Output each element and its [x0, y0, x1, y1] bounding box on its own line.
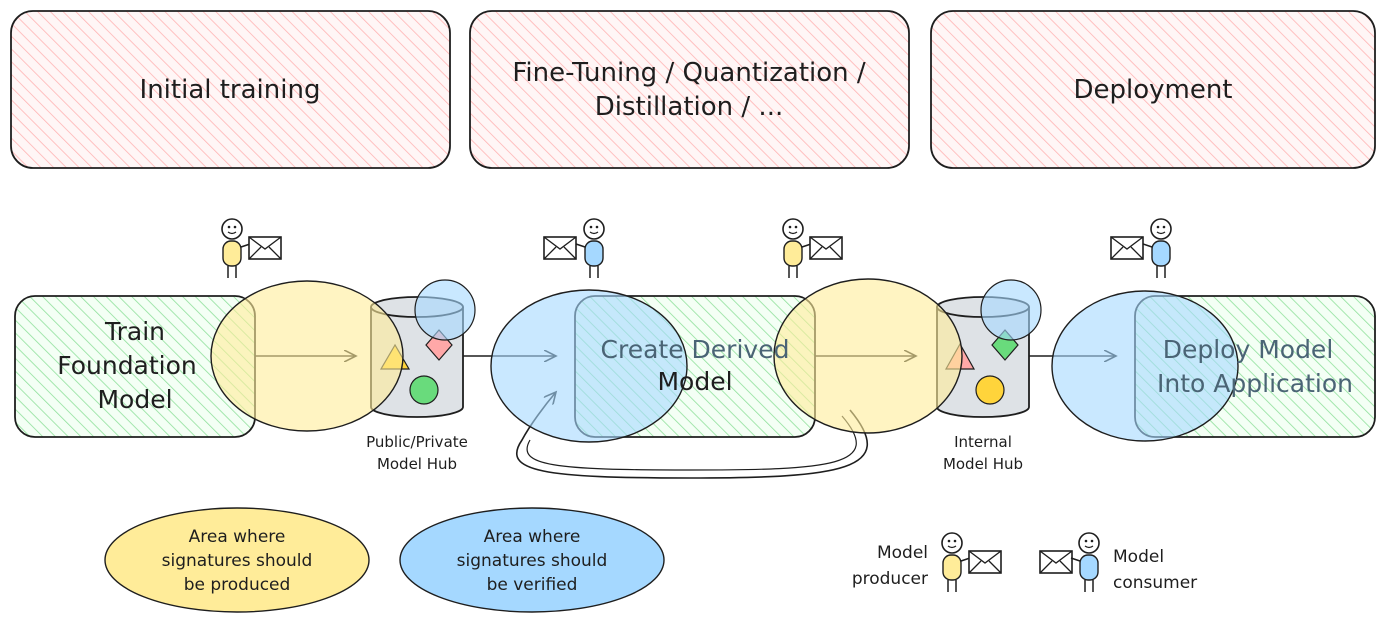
hub2-label-line1: Internal [954, 433, 1012, 451]
stage-train-label-line3: Model [97, 385, 172, 414]
stage-deploy-label-line2: Into Application [1157, 369, 1353, 398]
legend-producer-line1: Model [877, 543, 928, 563]
phase-deployment: Deployment [930, 10, 1376, 169]
legend-produce-area: Area where signatures should be produced [104, 507, 370, 613]
circle-icon [975, 375, 1005, 405]
legend-consumer-line1: Model [1113, 547, 1164, 567]
stage-derived-label-line1: Create Derived [601, 335, 790, 364]
feedback-loop-arrow [516, 392, 869, 479]
feedback-loop-inner [526, 415, 857, 471]
phase-initial-training-label: Initial training [140, 75, 321, 105]
envelope-icon [968, 550, 1002, 574]
legend-producer-figure [941, 532, 971, 592]
circle-icon [409, 375, 439, 405]
consumer-figure-2 [1142, 218, 1172, 278]
legend-verify-line2: signatures should [457, 551, 608, 571]
phase-deployment-label: Deployment [1073, 75, 1232, 105]
producer-figure-1 [221, 218, 251, 278]
verify-area-1 [490, 289, 688, 443]
legend-producer-line2: producer [852, 569, 928, 589]
legend-consumer-line2: consumer [1113, 573, 1197, 593]
stage-train-label-line1: Train [104, 317, 165, 346]
produce-area-2 [773, 278, 963, 434]
producer-figure-2 [782, 218, 812, 278]
verify-area-2 [1051, 290, 1239, 442]
envelope-icon [1039, 550, 1073, 574]
verify-area-hub1 [414, 279, 476, 341]
envelope-icon [1110, 236, 1144, 260]
stage-deploy-label-line1: Deploy Model [1163, 335, 1334, 364]
produce-area-1 [210, 280, 404, 432]
envelope-icon [809, 236, 843, 260]
verify-area-hub2 [980, 279, 1042, 341]
legend-produce-line2: signatures should [162, 551, 313, 571]
legend-verify-line1: Area where [484, 527, 581, 547]
legend-verify-line3: be verified [487, 575, 578, 595]
stage-train-label-line2: Foundation [57, 351, 197, 380]
phase-initial-training: Initial training [10, 10, 451, 169]
hub1-label-line2: Model Hub [377, 455, 457, 473]
legend-consumer-figure [1070, 532, 1100, 592]
stage-derived-label-line2: Model [657, 367, 732, 396]
hub1-label-line1: Public/Private [366, 433, 468, 451]
envelope-icon [543, 236, 577, 260]
legend-produce-line3: be produced [184, 575, 291, 595]
legend-produce-line1: Area where [189, 527, 286, 547]
hub2-label-line2: Model Hub [943, 455, 1023, 473]
phase-fine-tuning: Fine-Tuning / Quantization / Distillatio… [469, 10, 910, 169]
consumer-figure-1 [575, 218, 605, 278]
legend-verify-area: Area where signatures should be verified [399, 507, 665, 613]
phase-fine-tuning-label-line1: Fine-Tuning / Quantization / [512, 58, 866, 88]
phase-fine-tuning-label-line2: Distillation / ... [595, 92, 783, 122]
envelope-icon [248, 236, 282, 260]
